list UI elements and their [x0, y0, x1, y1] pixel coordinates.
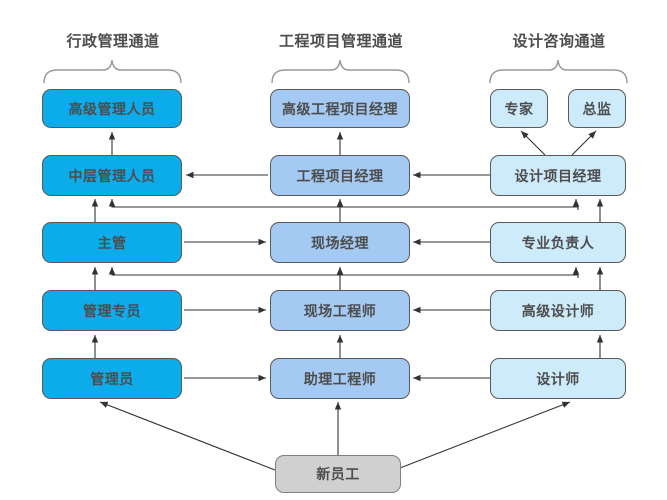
node-design-expert[interactable]: 专家 [490, 89, 548, 128]
node-design-designer[interactable]: 设计师 [490, 358, 626, 399]
column-header-admin: 行政管理通道 [66, 33, 160, 50]
column-header-design: 设计咨询通道 [512, 33, 606, 50]
node-eng-site-engineer[interactable]: 现场工程师 [270, 290, 410, 331]
node-admin-specialist[interactable]: 管理专员 [42, 290, 182, 331]
node-admin-supervisor[interactable]: 主管 [42, 222, 182, 263]
node-design-project-manager[interactable]: 设计项目经理 [490, 155, 626, 196]
node-admin-middle-manager[interactable]: 中层管理人员 [42, 155, 182, 196]
node-design-discipline-lead[interactable]: 专业负责人 [490, 222, 626, 263]
node-eng-project-manager[interactable]: 工程项目经理 [270, 155, 410, 196]
node-admin-administrator[interactable]: 管理员 [42, 358, 182, 399]
node-eng-assistant-engineer[interactable]: 助理工程师 [270, 358, 410, 399]
node-eng-site-manager[interactable]: 现场经理 [270, 222, 410, 263]
node-design-director[interactable]: 总监 [568, 89, 626, 128]
node-new-employee[interactable]: 新员工 [275, 455, 401, 493]
node-design-senior-designer[interactable]: 高级设计师 [490, 290, 626, 331]
node-eng-senior-project-manager[interactable]: 高级工程项目经理 [270, 89, 410, 128]
node-admin-senior-manager[interactable]: 高级管理人员 [42, 89, 182, 128]
column-header-engineering: 工程项目管理通道 [278, 33, 403, 50]
